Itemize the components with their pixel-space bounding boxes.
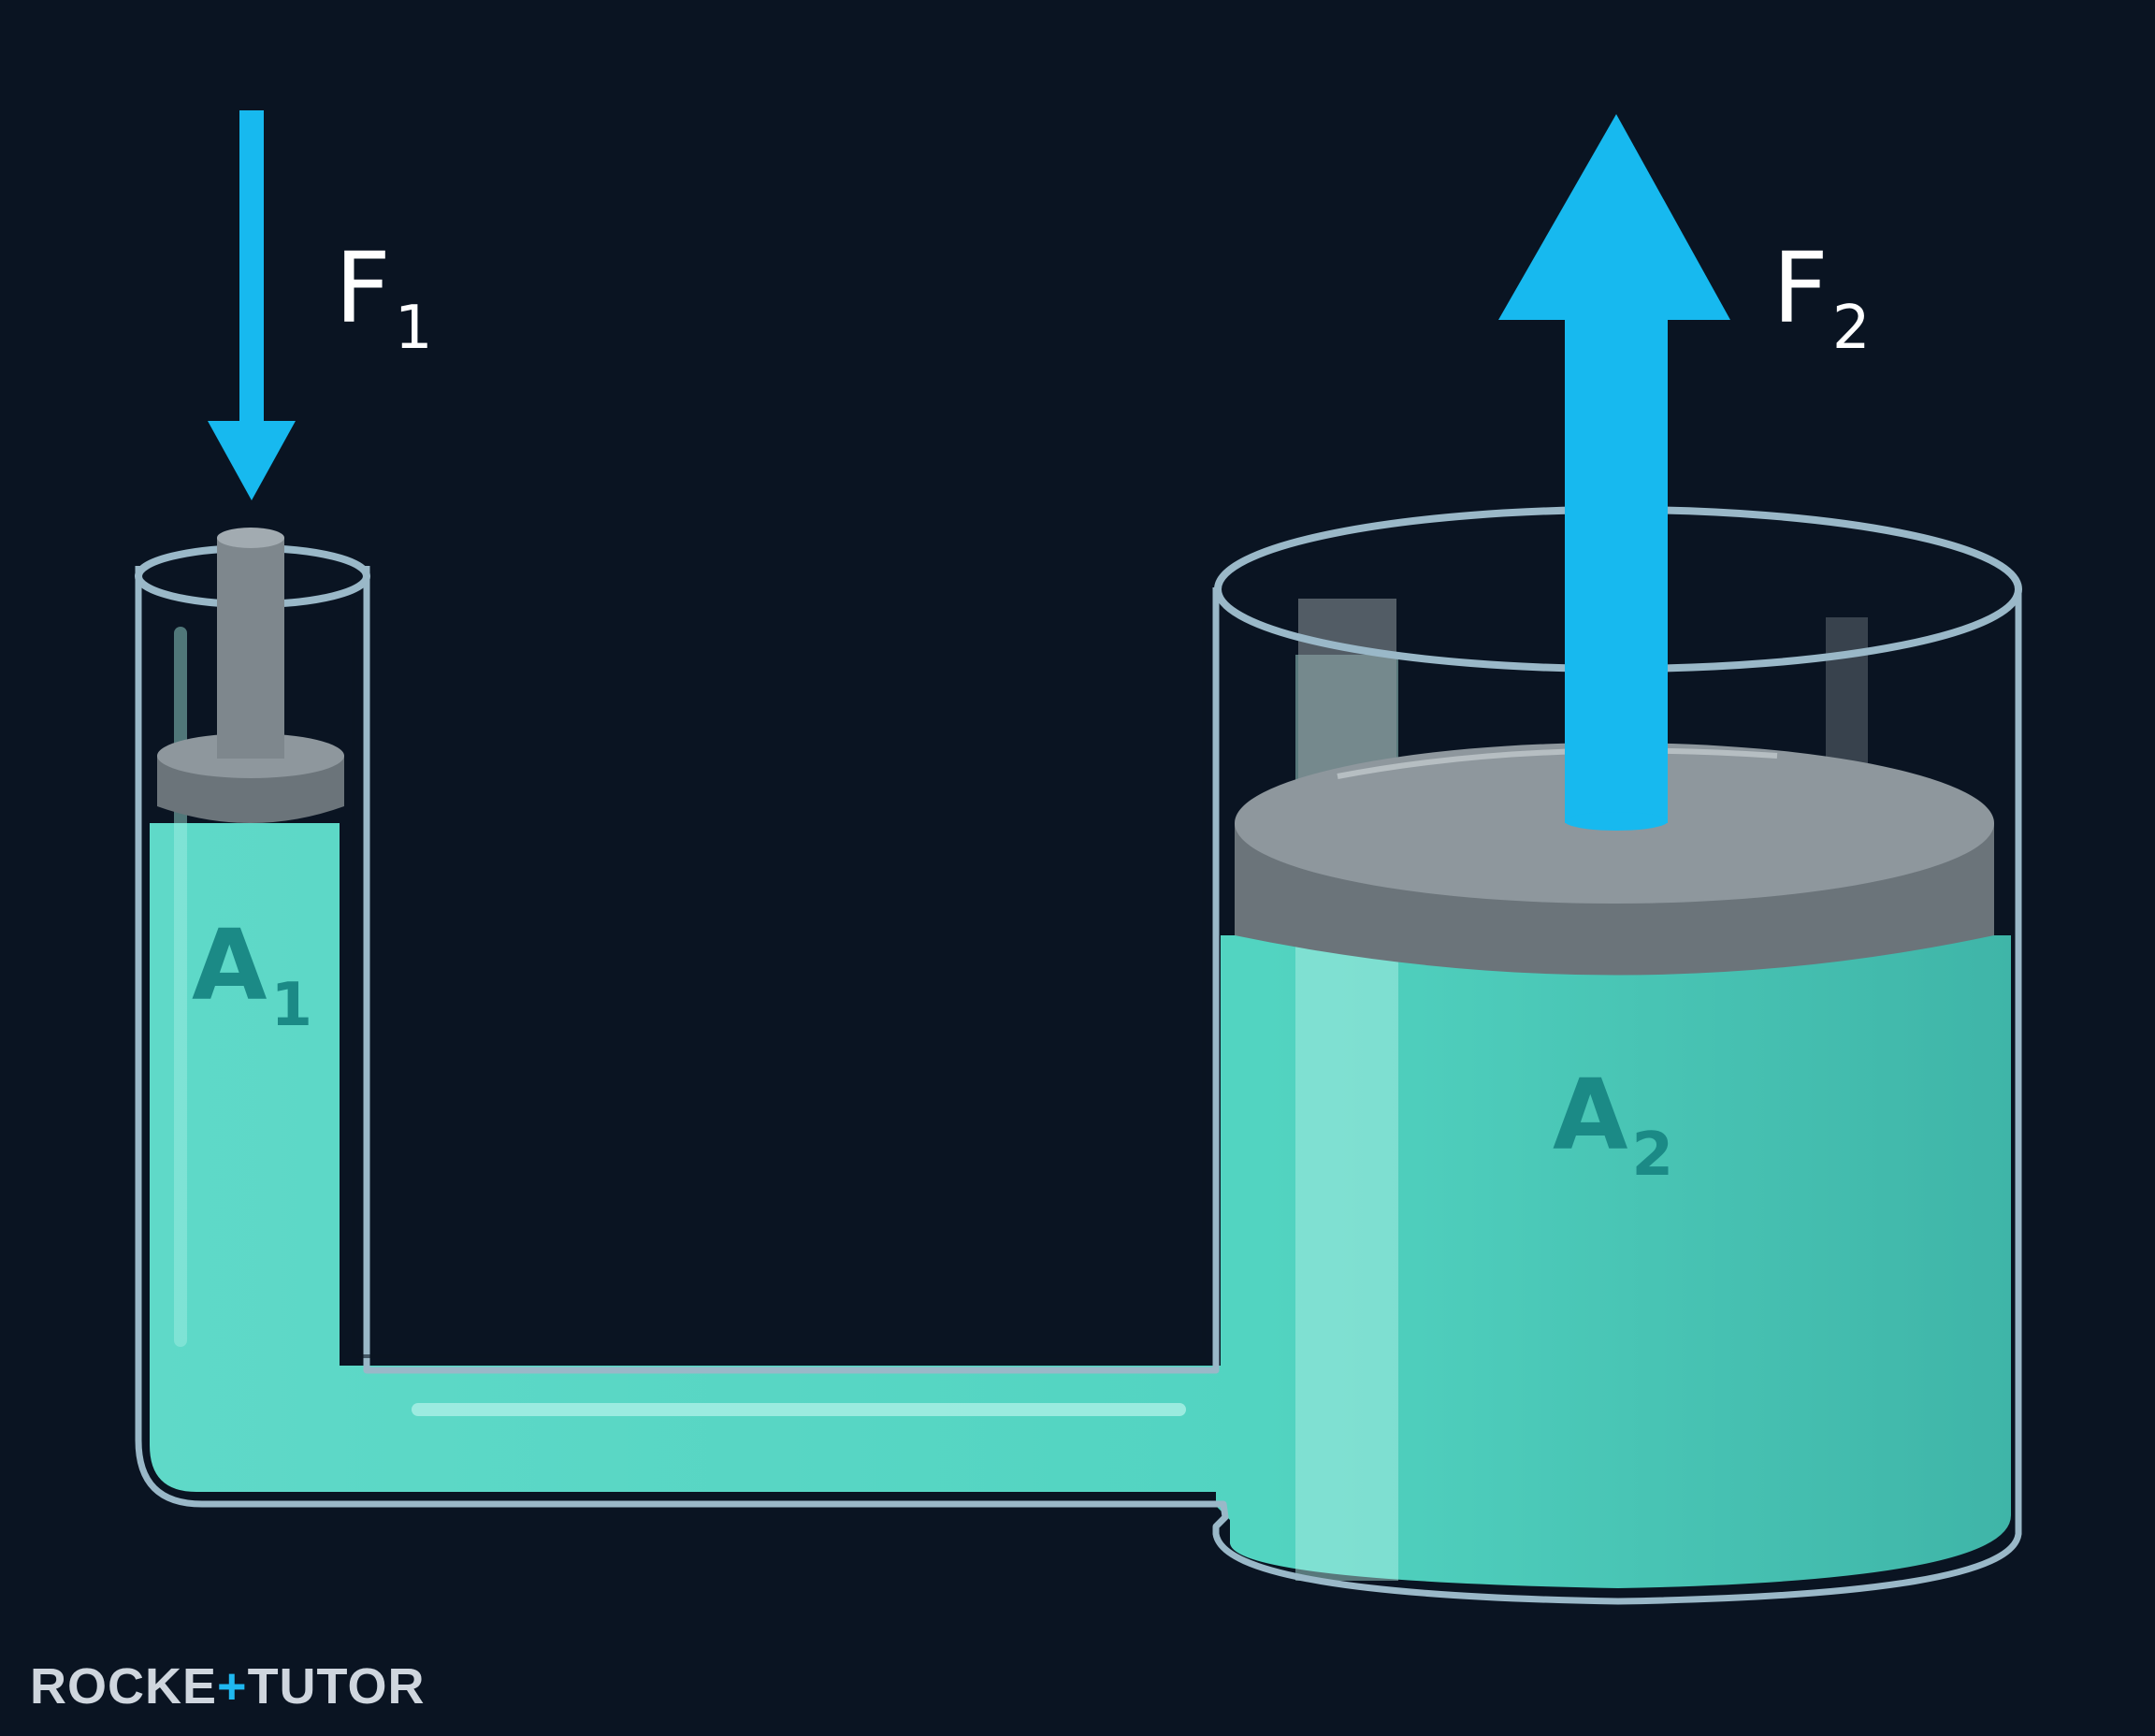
arrow-up-icon <box>1498 114 1730 831</box>
glass-vessel-outline <box>135 566 2022 1605</box>
small-area-label: A1 <box>192 908 313 1040</box>
pipe-highlight <box>412 1403 1186 1416</box>
hydraulic-fluid <box>150 823 2011 1588</box>
force-output-label: F2 <box>1772 231 1871 363</box>
glass-vessel-inner-outline <box>363 566 1220 1374</box>
column-highlight <box>174 627 187 1347</box>
small-piston <box>157 528 344 823</box>
large-area-label: A2 <box>1553 1058 1674 1190</box>
arrow-down-icon <box>208 110 296 500</box>
brand-watermark: ROCKE+TUTOR <box>30 1658 426 1714</box>
force-input-label: F1 <box>335 231 433 363</box>
